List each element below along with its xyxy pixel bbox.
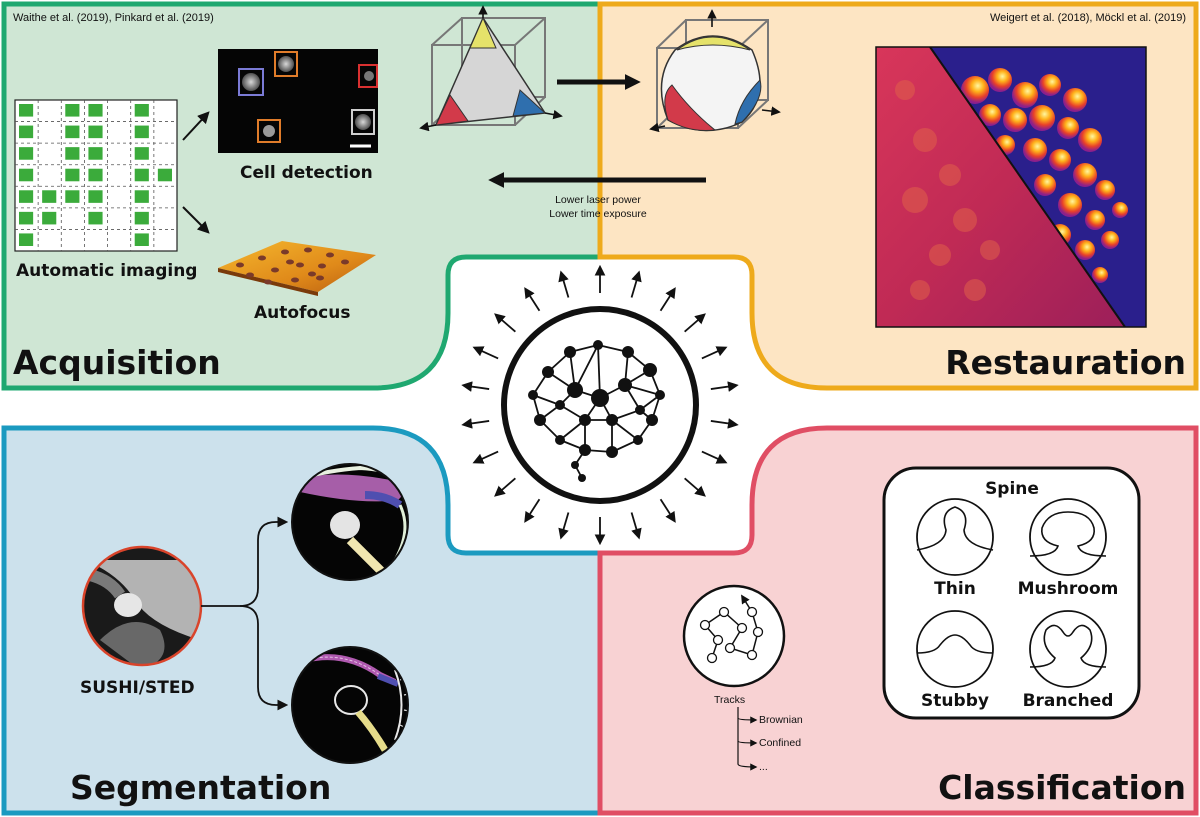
sushi-sted-image bbox=[81, 545, 203, 667]
arrow-to-cell-detection bbox=[182, 111, 210, 141]
spine-label-stubby: Stubby bbox=[921, 691, 989, 711]
arrow-to-segmentation-2 bbox=[239, 605, 289, 711]
arrow-label-exposure: Lower time exposure bbox=[549, 208, 647, 220]
restauration-image bbox=[875, 46, 1147, 328]
automatic-imaging-label: Automatic imaging bbox=[16, 261, 197, 281]
cell-detection-label: Cell detection bbox=[240, 163, 373, 183]
acquisition-title: Acquisition bbox=[13, 343, 221, 382]
spine-label-thin: Thin bbox=[934, 579, 976, 599]
tracks-label: Tracks bbox=[714, 694, 745, 706]
autofocus-label: Autofocus bbox=[254, 303, 350, 323]
spine-label-branched: Branched bbox=[1023, 691, 1114, 711]
cell-detection-image bbox=[218, 49, 378, 153]
tracks-icon bbox=[682, 584, 786, 688]
arrow-label-laser: Lower laser power bbox=[555, 194, 641, 206]
brain-network-icon bbox=[461, 264, 739, 546]
restauration-citation: Weigert et al. (2018), Möckl et al. (201… bbox=[990, 12, 1186, 24]
cube-sphere bbox=[649, 9, 781, 133]
arrow-to-segmentation-1 bbox=[201, 516, 289, 607]
spine-stubby bbox=[916, 610, 994, 688]
autofocus-image bbox=[218, 241, 376, 296]
spine-thin bbox=[916, 498, 994, 576]
automatic-imaging-grid bbox=[14, 99, 178, 252]
track-type-confined: Confined bbox=[759, 737, 801, 749]
segmentation-title: Segmentation bbox=[70, 768, 331, 807]
spine-title: Spine bbox=[985, 479, 1039, 499]
segmentation-result-2 bbox=[291, 646, 409, 764]
arrow-to-autofocus bbox=[182, 206, 210, 234]
sushi-sted-label: SUSHI/STED bbox=[80, 678, 195, 698]
spine-branched bbox=[1029, 610, 1107, 688]
segmentation-result-1 bbox=[291, 463, 409, 581]
restauration-title: Restauration bbox=[945, 343, 1186, 382]
track-type-brownian: Brownian bbox=[759, 714, 803, 726]
spine-mushroom bbox=[1029, 498, 1107, 576]
cube-tetrahedron bbox=[419, 5, 563, 132]
track-type-more: ... bbox=[759, 761, 768, 773]
acquisition-citation: Waithe et al. (2019), Pinkard et al. (20… bbox=[13, 12, 214, 24]
spine-label-mushroom: Mushroom bbox=[1018, 579, 1119, 599]
tracks-tree bbox=[737, 707, 758, 771]
segmentation-panel bbox=[1, 425, 603, 816]
classification-title: Classification bbox=[938, 768, 1186, 807]
